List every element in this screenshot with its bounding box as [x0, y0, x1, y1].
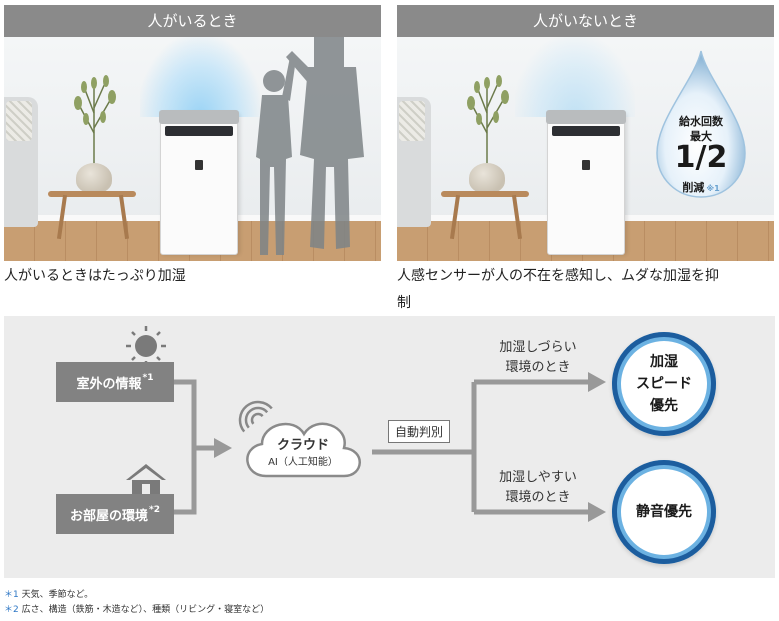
house-icon — [126, 464, 166, 494]
humidifier-lid — [159, 110, 239, 124]
panel-person-present: 人がいるとき — [4, 5, 381, 261]
room-environment-box: お部屋の環境*2 — [56, 494, 174, 534]
sun-icon — [126, 326, 166, 366]
brand-logo-icon — [195, 160, 203, 170]
panel-header: 人がいないとき — [397, 5, 774, 37]
left-caption: 人がいるときはたっぷり加湿 — [4, 268, 186, 284]
arrow-to-cloud — [214, 438, 232, 458]
parent-child-silhouette-icon — [256, 37, 364, 255]
plant-icon — [467, 75, 509, 169]
right-caption-line1: 人感センサーが人の不在を感知し、ムダな加湿を抑 — [397, 268, 719, 284]
humidifier-unit — [546, 110, 626, 255]
flow-diagram: 室外の情報*1 お部屋の環境*2 クラウド AI（人工知能） 自動判別 加湿しづ… — [4, 316, 775, 578]
footnote-2: ＊2 広さ、構造（鉄筋・木造など）、種類（リビング・寝室など） — [4, 605, 270, 615]
drop-footnote-mark: ※1 — [706, 184, 720, 193]
panel-header: 人がいるとき — [4, 5, 381, 37]
drop-text-line1: 給水回数 — [679, 115, 723, 128]
speed-priority-circle: 加湿 スピード 優先 — [612, 332, 716, 436]
footnote-1: ＊1 天気、季節など。 — [4, 590, 94, 600]
vase — [469, 163, 505, 193]
pillow — [399, 101, 425, 141]
arrow-to-speed — [588, 372, 606, 392]
sofa — [4, 97, 38, 227]
pillow — [6, 101, 32, 141]
plant-icon — [74, 75, 116, 169]
humidifier-mist — [515, 37, 635, 117]
wifi-icon — [238, 400, 273, 433]
panel-person-absent: 人がいないとき 給水回数 最大 1/2 削減※1 — [397, 5, 774, 261]
drop-text-line2: 最大 — [690, 130, 712, 143]
side-table — [441, 191, 529, 197]
cloud-title: クラウド — [276, 438, 329, 453]
auto-judge-label: 自動判別 — [388, 420, 451, 443]
side-table — [48, 191, 136, 197]
vase — [76, 163, 112, 193]
water-drop-icon — [656, 50, 746, 198]
humidifier-display — [165, 126, 233, 136]
arrow-to-quiet — [588, 502, 606, 522]
cloud-subtitle: AI（人工知能） — [268, 457, 338, 468]
humidifier-unit — [159, 110, 239, 255]
lower-condition: 加湿しやすい環境のとき — [499, 470, 577, 505]
outdoor-info-box: 室外の情報*1 — [56, 362, 174, 402]
upper-condition: 加湿しづらい環境のとき — [499, 340, 577, 375]
humidifier-mist — [140, 37, 260, 117]
sofa — [397, 97, 431, 227]
humidifier-lid — [546, 110, 626, 124]
humidifier-display — [552, 126, 620, 136]
flow-connectors — [126, 326, 606, 522]
drop-text-line3: 削減※1 — [682, 181, 720, 194]
cloud-icon — [246, 422, 361, 478]
quiet-priority-circle: 静音優先 — [612, 460, 716, 564]
drop-fraction: 1/2 — [674, 140, 728, 175]
right-caption-line2: 制 — [397, 295, 411, 311]
brand-logo-icon — [582, 160, 590, 170]
